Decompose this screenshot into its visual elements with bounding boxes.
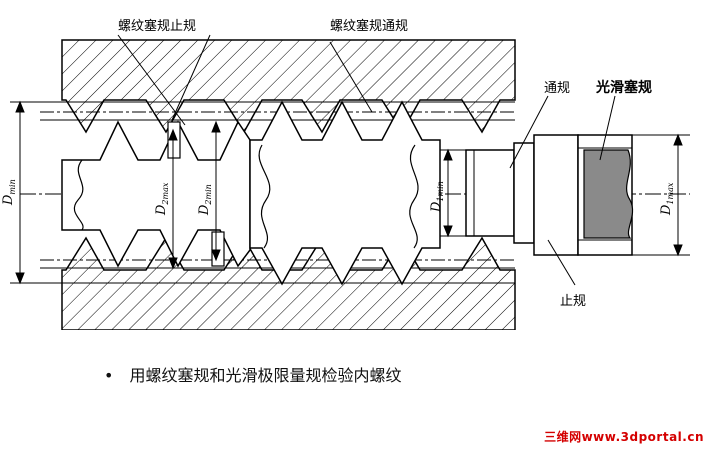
watermark: 三维网www.3dportal.cn (544, 430, 704, 444)
crest-block-2 (211, 231, 225, 267)
caption-bullet: • (104, 366, 114, 385)
label-plain-plug: 光滑塞规 (595, 79, 652, 96)
dim-d2-min (211, 120, 221, 262)
caption-text: 用螺纹塞规和光滑极限量规检验内螺纹 (129, 366, 402, 385)
label-d2-min: D2min (197, 184, 213, 216)
dim-d-min (15, 100, 25, 285)
dim-d1-min (440, 148, 466, 238)
label-go-thread-plug: 螺纹塞规通规 (330, 18, 408, 34)
dim-d2-max (168, 128, 178, 270)
label-d2-max: D2max (154, 182, 170, 216)
label-no-go-thread-plug: 螺纹塞规止规 (118, 18, 196, 34)
break-line-middle-left (258, 144, 271, 249)
break-line-middle-right (409, 144, 419, 249)
label-d-min: Dmin (1, 179, 17, 206)
plain-plug-body (583, 149, 634, 239)
caption: • 用螺纹塞规和光滑极限量规检验内螺纹 (104, 362, 401, 386)
go-plain-plug-end (465, 149, 515, 237)
label-go: 通规 (544, 81, 570, 96)
no-go-thread-plug (61, 120, 251, 268)
break-line-left (73, 159, 84, 231)
plug-handle (513, 142, 535, 244)
dim-d1-max (632, 133, 690, 257)
leader-lines (117, 34, 616, 286)
label-no-go: 止规 (560, 294, 586, 309)
no-go-plain-plug-end (533, 134, 579, 256)
go-thread-plug (249, 100, 441, 286)
label-d1-max: D1max (659, 182, 675, 216)
thread-gauge-diagram: 螺纹塞规止规 螺纹塞规通规 通规 光滑塞规 止规 Dmin D2max D2mi… (1, 18, 690, 330)
label-d1-min: D1min (429, 181, 445, 213)
